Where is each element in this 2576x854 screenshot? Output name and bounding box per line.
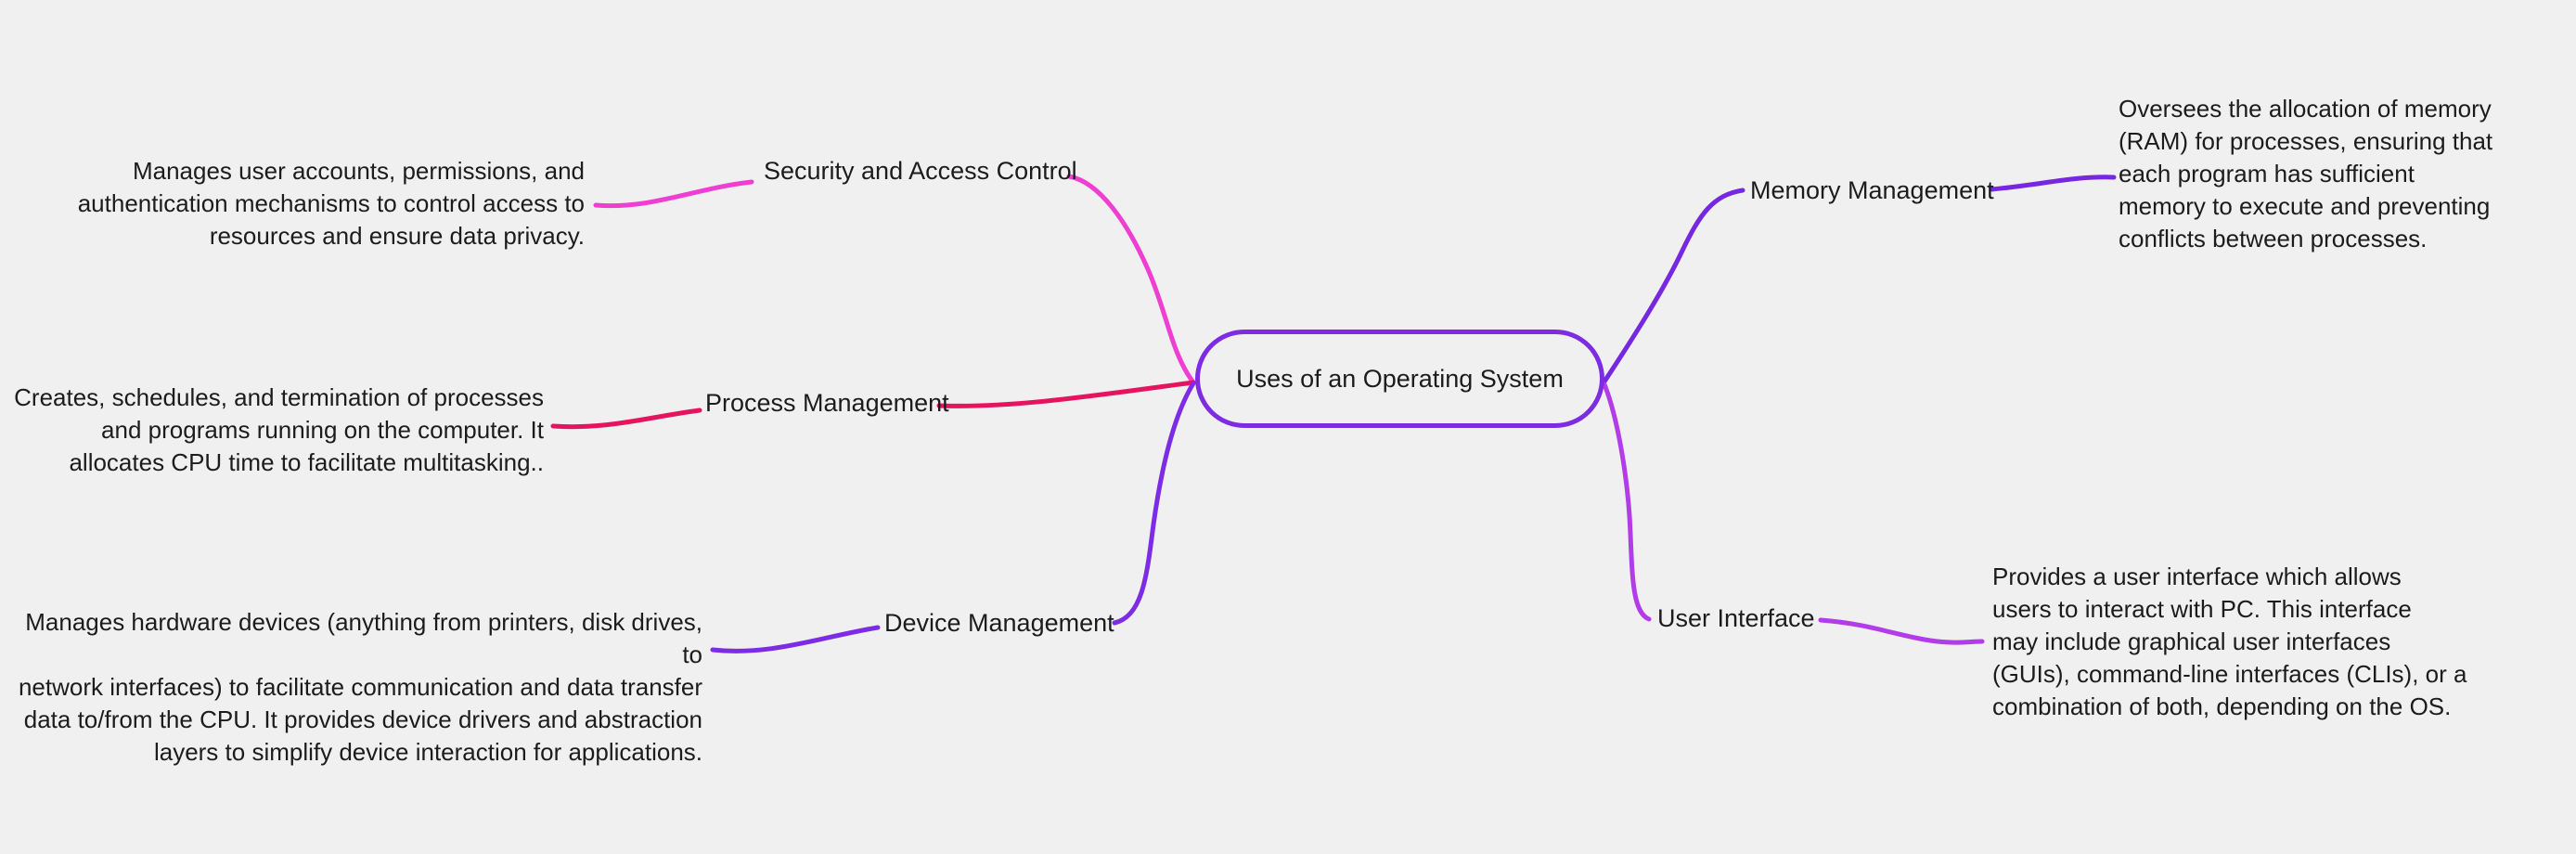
- root-node[interactable]: Uses of an Operating System: [1195, 330, 1604, 428]
- branch-connector-device-management: [710, 625, 881, 653]
- branch-curve-process-management: [936, 380, 1196, 408]
- root-node-title: Uses of an Operating System: [1236, 364, 1564, 393]
- branch-curve-user-interface: [1602, 382, 1652, 622]
- branch-label-process-management[interactable]: Process Management: [705, 389, 949, 417]
- branch-curve-device-management: [1112, 381, 1196, 626]
- branch-description-process-management[interactable]: Creates, schedules, and termination of p…: [14, 383, 544, 476]
- branch-curve-security-and-access-control: [1066, 174, 1196, 385]
- branch-curve-memory-management: [1602, 188, 1745, 384]
- branch-label-memory-management[interactable]: Memory Management: [1750, 176, 1994, 204]
- branch-connector-memory-management: [1989, 175, 2117, 192]
- branch-description-user-interface[interactable]: Provides a user interface which allows u…: [1992, 563, 2467, 720]
- branch-connector-user-interface: [1818, 617, 1985, 645]
- branch-label-device-management[interactable]: Device Management: [884, 609, 1114, 637]
- branch-connector-process-management: [550, 408, 702, 430]
- branch-description-memory-management[interactable]: Oversees the allocation of memory (RAM) …: [2119, 95, 2493, 252]
- branch-description-security-and-access-control[interactable]: Manages user accounts, permissions, and …: [77, 157, 585, 250]
- branch-connector-security-and-access-control: [593, 179, 754, 209]
- branch-label-user-interface[interactable]: User Interface: [1657, 604, 1815, 632]
- branch-description-device-management[interactable]: Manages hardware devices (anything from …: [18, 608, 702, 766]
- branch-label-security-and-access-control[interactable]: Security and Access Control: [764, 157, 1077, 185]
